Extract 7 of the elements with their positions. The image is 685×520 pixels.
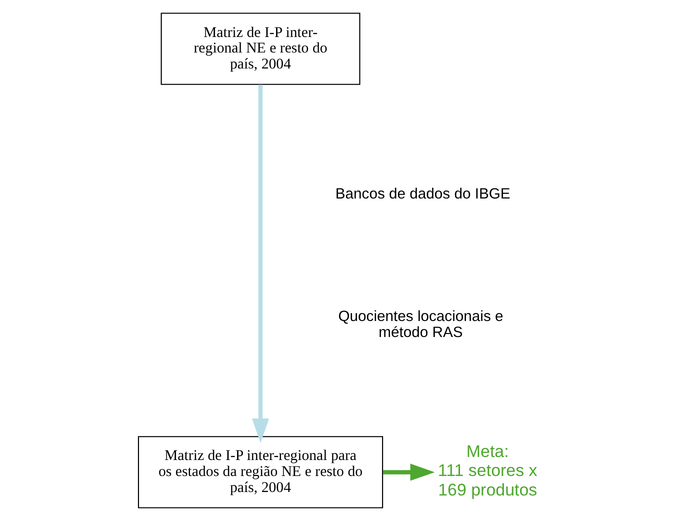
node-text: Meta: 111 setores x 169 produtos bbox=[438, 442, 538, 499]
label: Bancos de dados do IBGE bbox=[335, 186, 510, 202]
arrow bbox=[252, 84, 270, 442]
node-box: Matriz de I-P inter-regional para os estados da região NE e resto do país, 2004 bbox=[138, 436, 384, 508]
node-box: Matriz de I-P inter-regional NE e resto do país, 2004 bbox=[160, 12, 360, 84]
arrow bbox=[382, 463, 435, 480]
label: Quocientes locacionais e método RAS bbox=[338, 308, 504, 341]
